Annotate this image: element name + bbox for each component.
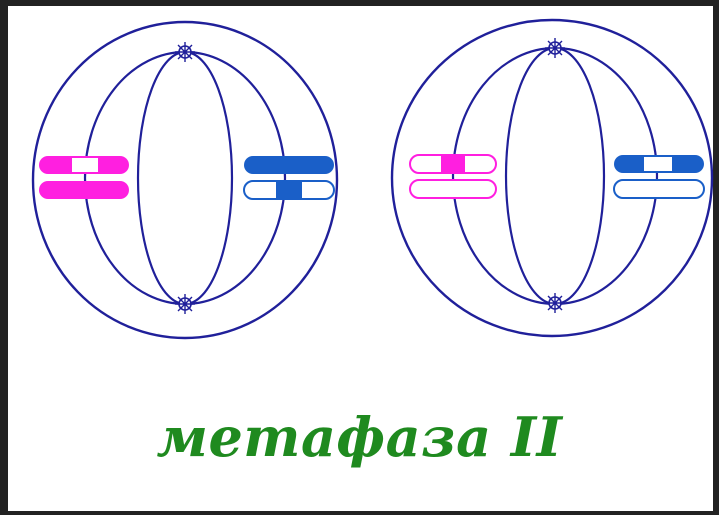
centriole-top-icon xyxy=(175,42,195,62)
centriole-bottom-icon xyxy=(545,293,565,313)
centriole-bottom-icon xyxy=(175,294,195,314)
stage-caption: метафаза II xyxy=(0,405,719,469)
spindle-outer xyxy=(453,48,657,304)
spindle-inner xyxy=(506,48,604,304)
spindle-outer xyxy=(85,52,285,304)
chromosome-blue-filled xyxy=(244,156,334,199)
spindle-inner xyxy=(138,52,232,304)
chromosome-blue-mixed xyxy=(614,155,704,198)
cell-right xyxy=(392,20,712,336)
centriole-top-icon xyxy=(545,38,565,58)
cell-left xyxy=(33,22,337,338)
cell-membrane xyxy=(392,20,712,336)
